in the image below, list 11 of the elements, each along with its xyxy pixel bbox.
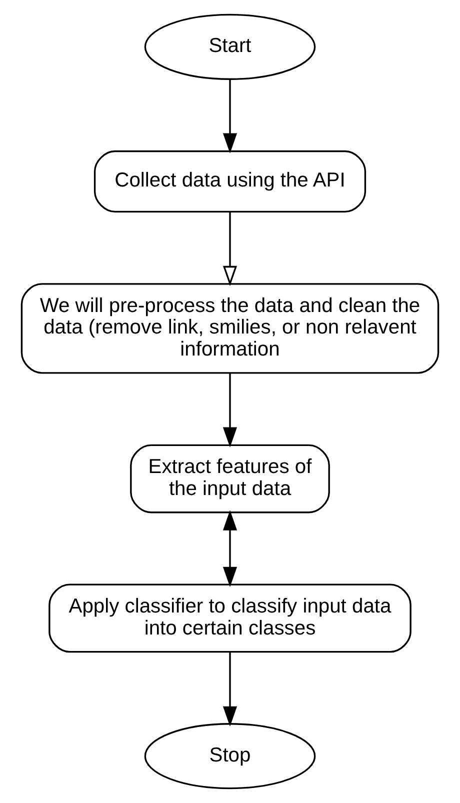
node-box: Extract features of the input data bbox=[130, 444, 330, 514]
arrow bbox=[222, 373, 238, 448]
arrow bbox=[222, 652, 238, 727]
arrow bbox=[222, 212, 238, 286]
node-box: Collect data using the API bbox=[94, 150, 366, 213]
node-ellipse: Stop bbox=[144, 723, 316, 790]
node-box: We will pre-process the data and clean the data (remove link, smilies, or non relavent information bbox=[20, 283, 440, 374]
arrow bbox=[222, 79, 238, 154]
node-box: Apply classifier to classify input data into certain classes bbox=[48, 584, 412, 653]
node-ellipse: Start bbox=[144, 14, 316, 80]
arrow bbox=[222, 510, 238, 588]
